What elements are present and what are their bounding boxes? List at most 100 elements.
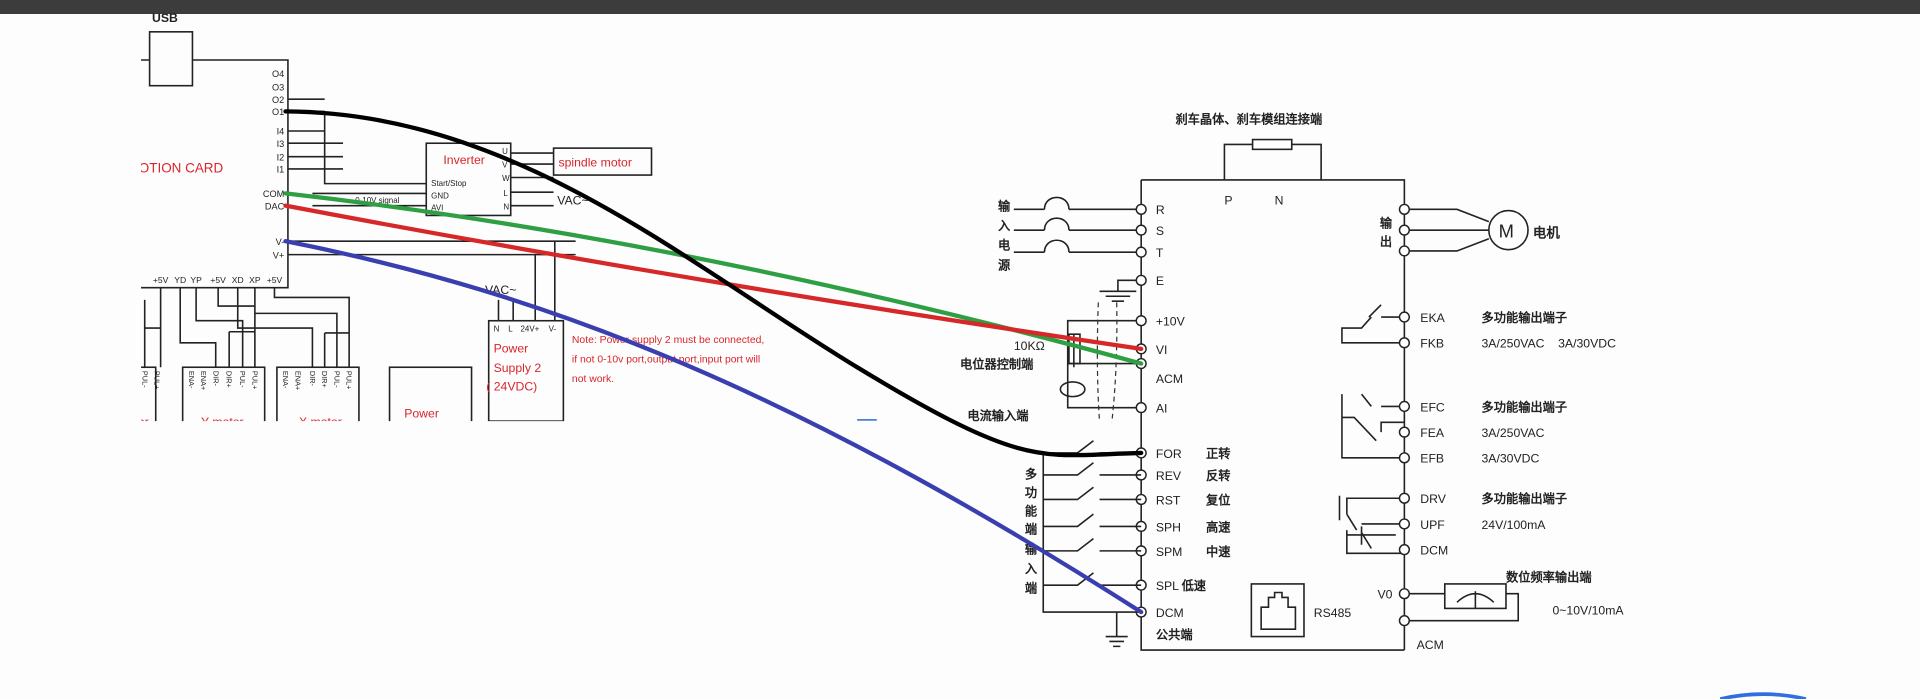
- pin-yp: YP: [190, 275, 202, 285]
- pin-label: DIR+: [225, 371, 234, 388]
- terminal-fea: FEA: [1420, 426, 1445, 440]
- ps2-title-line: Supply 2: [494, 361, 542, 375]
- terminal-r: R: [1156, 203, 1165, 217]
- driver-box-y: [181, 366, 266, 422]
- pin-label: PUL+: [345, 371, 354, 390]
- note-line: if not 0-10v port,output port,input port…: [572, 354, 760, 365]
- ps2-wires: [497, 241, 556, 321]
- note-rev: 反转: [1206, 468, 1230, 483]
- char: 多: [1025, 467, 1037, 482]
- inverter-w: W: [502, 174, 510, 183]
- relay1-contact: [1341, 304, 1405, 344]
- pin-o3: O3: [272, 83, 284, 93]
- driver-wires: [143, 287, 350, 368]
- terminal-rst: RST: [1156, 493, 1181, 507]
- rs485-port[interactable]: [1250, 583, 1305, 638]
- pin-label: ENA+: [199, 371, 208, 390]
- pin-label: PUL-: [332, 371, 341, 388]
- terminal-drv: DRV: [1420, 492, 1446, 506]
- pin-label: ENA+: [293, 371, 302, 390]
- note: Note: Power supply 2 must be connected, …: [572, 335, 764, 385]
- p-label: P: [1224, 193, 1232, 207]
- driver-box-partial: [141, 366, 157, 422]
- pin-5v: +5V: [210, 275, 226, 285]
- motor-wires: [1404, 208, 1490, 252]
- rs485-label: RS485: [1314, 606, 1352, 620]
- current-source: [1059, 381, 1086, 398]
- vfd-section: 刹车晶体、刹车模组连接端 P N 输 入 电 源 10KΩ 电位器控制端 电流输…: [960, 112, 1624, 652]
- brake-wires: [1223, 143, 1322, 180]
- pin-5v: +5V: [153, 275, 169, 285]
- wire-o1-to-for: [283, 109, 1144, 458]
- motor-letter: M: [1499, 220, 1514, 241]
- overlay-wires: [283, 109, 1144, 615]
- motion-card-title: MOTION CARD: [128, 161, 224, 176]
- window-top-bar: [0, 0, 1920, 14]
- terminal-ai: AI: [1156, 402, 1168, 416]
- relay1-rating: 3A/250VAC 3A/30VDC: [1481, 337, 1616, 351]
- pin-label: PUL-: [140, 371, 149, 388]
- pin-v-plus: V+: [273, 250, 284, 260]
- transistor-outputs: [1338, 495, 1405, 555]
- terminal-10v: +10V: [1156, 315, 1186, 329]
- terminal-spl: SPL: [1156, 579, 1179, 593]
- ps2-l: L: [508, 325, 513, 334]
- brake-resistor: [1251, 138, 1293, 151]
- ps2-title-line: ( 24VDC): [486, 380, 537, 394]
- terminal-fkb: FKB: [1420, 337, 1444, 351]
- pin-v-minus: V-: [276, 237, 285, 247]
- input-switches: [1042, 440, 1142, 648]
- char: 能: [1025, 503, 1038, 518]
- rs485-jack-icon: [1260, 591, 1297, 631]
- inverter-title: Inverter: [443, 153, 484, 167]
- pin-5v: +5V: [267, 275, 283, 285]
- inverter-v: V: [502, 161, 508, 170]
- note-dcm: 公共端: [1156, 627, 1193, 642]
- terminal-vi: VI: [1156, 343, 1168, 357]
- meter-wires: [1404, 592, 1520, 622]
- terminal-efb: EFB: [1420, 452, 1444, 466]
- terminal-eka: EKA: [1420, 311, 1445, 325]
- power-box: [388, 366, 473, 422]
- terminal-dcm: DCM: [1156, 606, 1184, 620]
- pin-xd: XD: [232, 275, 244, 285]
- pin-i2: I2: [277, 152, 285, 162]
- char: 端: [1025, 522, 1037, 537]
- char: 功: [1025, 485, 1037, 500]
- input-power-label: 输 入 电 源: [998, 199, 1011, 273]
- pin-i3: I3: [277, 139, 285, 149]
- ps2-title-line: Power: [494, 342, 529, 356]
- n-label: N: [1275, 193, 1284, 207]
- pin-com: COM: [263, 189, 284, 199]
- terminal-rev: REV: [1156, 469, 1182, 483]
- note-rst: 复位: [1205, 492, 1230, 507]
- pin-label: PUL+: [152, 371, 161, 390]
- current-label: 电流输入端: [967, 408, 1028, 423]
- inverter-output-lines: [510, 152, 554, 207]
- terminal-e: E: [1156, 274, 1164, 288]
- relay2-rating: 3A/250VAC: [1481, 426, 1544, 440]
- ps2-n: N: [494, 325, 500, 334]
- x-motor-label: X motor: [299, 415, 342, 429]
- terminal-acm: ACM: [1156, 372, 1183, 386]
- relay2-title: 多功能输出端子: [1481, 399, 1567, 414]
- pin-o4: O4: [272, 69, 284, 79]
- ps2-vminus: V-: [549, 325, 557, 334]
- terminal-sph: SPH: [1156, 520, 1181, 534]
- meter-needle: [1456, 591, 1495, 609]
- inverter-vac-label: VAC~: [557, 193, 588, 207]
- freq-out-range: 0~10V/10mA: [1552, 604, 1624, 618]
- inverter-u: U: [502, 147, 508, 156]
- left-terminals: R S T E +10V VI ACM AI FOR REV RST SPH S…: [1135, 203, 1231, 642]
- note-line: Note: Power supply 2 must be connected,: [572, 335, 764, 346]
- pin-o2: O2: [272, 95, 284, 105]
- pin-yd: YD: [174, 275, 186, 285]
- note-spl: 低速: [1181, 578, 1207, 593]
- pin-label: DIR+: [320, 371, 329, 388]
- driver-box-x: [276, 366, 360, 422]
- terminal-for: FOR: [1156, 447, 1182, 461]
- shield-lines: [1096, 302, 1118, 423]
- output-label-char: 出: [1380, 234, 1392, 249]
- terminal-efc: EFC: [1420, 400, 1445, 414]
- note-line: not work.: [572, 374, 614, 385]
